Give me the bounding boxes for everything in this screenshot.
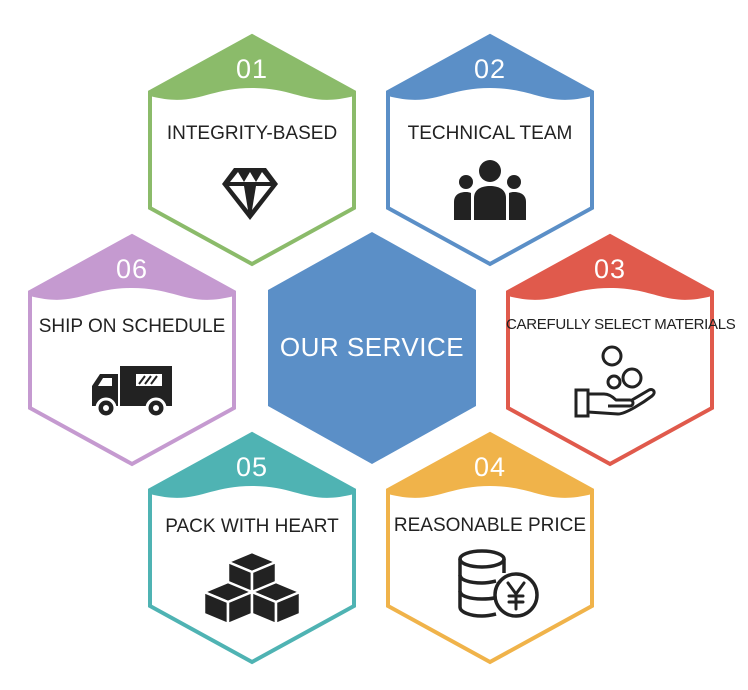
center-title: OUR SERVICE	[279, 332, 465, 362]
item-number-03: 03	[593, 254, 627, 284]
hexagon-frame-04	[386, 431, 594, 665]
item-label-03: CAREFULLY SELECT MATERIALS	[506, 316, 736, 333]
hexagon-frame-03	[506, 233, 714, 467]
service-card-01: 01 INTEGRITY-BASED	[148, 33, 356, 267]
item-label-02: TECHNICAL TEAM	[407, 123, 573, 144]
item-number-02: 02	[473, 54, 507, 84]
service-card-05: 05 PACK WITH HEART	[148, 431, 356, 665]
item-label-04: REASONABLE PRICE	[393, 515, 587, 536]
service-card-04: 04 REASONABLE PRICE	[386, 431, 594, 665]
hexagon-frame-05	[148, 431, 356, 665]
center-hexagon: OUR SERVICE	[268, 232, 476, 464]
service-card-06: 06 SHIP ON SCHEDULE	[28, 233, 236, 467]
center-hexagon-shape	[268, 232, 476, 464]
service-card-02: 02 TECHNICAL TEAM	[386, 33, 594, 267]
team-icon	[454, 160, 526, 220]
item-label-05: PACK WITH HEART	[165, 516, 339, 537]
item-number-01: 01	[235, 54, 269, 84]
item-label-01: INTEGRITY-BASED	[166, 123, 338, 144]
hexagon-frame-06	[28, 233, 236, 467]
service-card-03: 03 CAREFULLY SELECT MATERIALS	[506, 233, 736, 467]
item-number-04: 04	[473, 452, 507, 482]
truck-icon	[92, 366, 172, 419]
hexagon-frame-02	[386, 33, 594, 267]
item-number-05: 05	[235, 452, 269, 482]
item-number-06: 06	[115, 254, 149, 284]
hexagon-frame-01	[148, 33, 356, 267]
diamond-icon	[222, 168, 278, 220]
item-label-06: SHIP ON SCHEDULE	[38, 316, 226, 337]
yen-coins-icon	[458, 549, 539, 618]
hand-coins-icon	[574, 345, 656, 418]
boxes-icon	[202, 550, 302, 626]
